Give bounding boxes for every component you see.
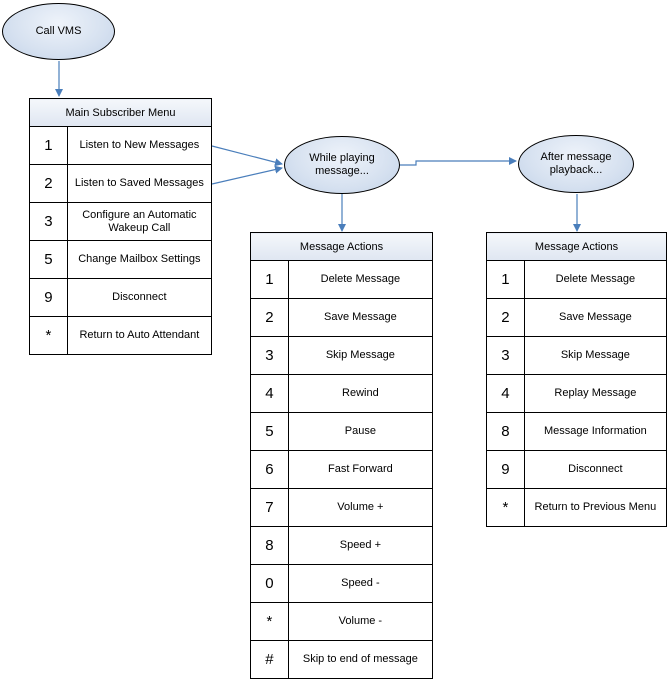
action-key: 0 (250, 564, 289, 603)
arrow-new-to-playing (211, 145, 283, 167)
action-row: *Volume - (250, 602, 434, 641)
action-key: 1 (250, 260, 289, 299)
main-menu-title: Main Subscriber Menu (29, 98, 212, 127)
action-label: Replay Message (523, 374, 668, 413)
action-key: 4 (250, 374, 289, 413)
after-actions-title: Message Actions (486, 232, 667, 261)
menu-label: Listen to Saved Messages (66, 164, 213, 203)
action-key: # (250, 640, 289, 679)
menu-row: 2 Listen to Saved Messages (29, 164, 213, 203)
action-key: * (250, 602, 289, 641)
action-key: 8 (486, 412, 525, 451)
main-subscriber-menu: Main Subscriber Menu 1 Listen to New Mes… (29, 98, 213, 355)
action-key: 3 (486, 336, 525, 375)
action-row: #Skip to end of message (250, 640, 434, 679)
menu-row: 1 Listen to New Messages (29, 126, 213, 165)
menu-row: 3 Configure an Automatic Wakeup Call (29, 202, 213, 241)
action-label: Message Information (523, 412, 668, 451)
action-label: Skip to end of message (287, 640, 434, 679)
action-key: 6 (250, 450, 289, 489)
while-playing-label: While playing message... (309, 152, 375, 177)
action-key: 5 (250, 412, 289, 451)
menu-label: Return to Auto Attendant (66, 316, 213, 355)
menu-label: Change Mailbox Settings (66, 240, 213, 279)
action-label: Save Message (287, 298, 434, 337)
while-playing-node: While playing message... (284, 136, 400, 194)
action-label: Skip Message (523, 336, 668, 375)
menu-label: Listen to New Messages (66, 126, 213, 165)
menu-row: 5 Change Mailbox Settings (29, 240, 213, 279)
action-label: Volume + (287, 488, 434, 527)
after-playback-node: After message playback... (518, 135, 634, 193)
action-key: 7 (250, 488, 289, 527)
call-vms-node: Call VMS (2, 3, 115, 60)
call-vms-label: Call VMS (35, 25, 82, 37)
menu-row: 9 Disconnect (29, 278, 213, 317)
action-key: 1 (486, 260, 525, 299)
after-playback-label: After message playback... (540, 151, 612, 176)
action-key: 4 (486, 374, 525, 413)
menu-row: * Return to Auto Attendant (29, 316, 213, 355)
action-label: Volume - (287, 602, 434, 641)
menu-key: 1 (29, 126, 68, 165)
arrow-saved-to-playing (211, 165, 283, 185)
action-label: Delete Message (287, 260, 434, 299)
arrow-playing-to-after (399, 157, 517, 166)
action-key: 9 (486, 450, 525, 489)
action-key: 8 (250, 526, 289, 565)
action-label: Fast Forward (287, 450, 434, 489)
menu-key: 9 (29, 278, 68, 317)
action-label: Save Message (523, 298, 668, 337)
action-label: Pause (287, 412, 434, 451)
menu-label: Disconnect (66, 278, 213, 317)
menu-key: 3 (29, 202, 68, 241)
action-label: Rewind (287, 374, 434, 413)
action-label: Return to Previous Menu (523, 488, 668, 527)
action-key: 3 (250, 336, 289, 375)
menu-key: 2 (29, 164, 68, 203)
action-label: Skip Message (287, 336, 434, 375)
playing-actions-title: Message Actions (250, 232, 433, 261)
menu-key: 5 (29, 240, 68, 279)
action-label: Disconnect (523, 450, 668, 489)
menu-label: Configure an Automatic Wakeup Call (66, 202, 213, 241)
action-key: * (486, 488, 525, 527)
action-key: 2 (250, 298, 289, 337)
action-label: Delete Message (523, 260, 668, 299)
action-key: 2 (486, 298, 525, 337)
action-row: *Return to Previous Menu (486, 488, 668, 527)
action-label: Speed + (287, 526, 434, 565)
action-label: Speed - (287, 564, 434, 603)
menu-key: * (29, 316, 68, 355)
